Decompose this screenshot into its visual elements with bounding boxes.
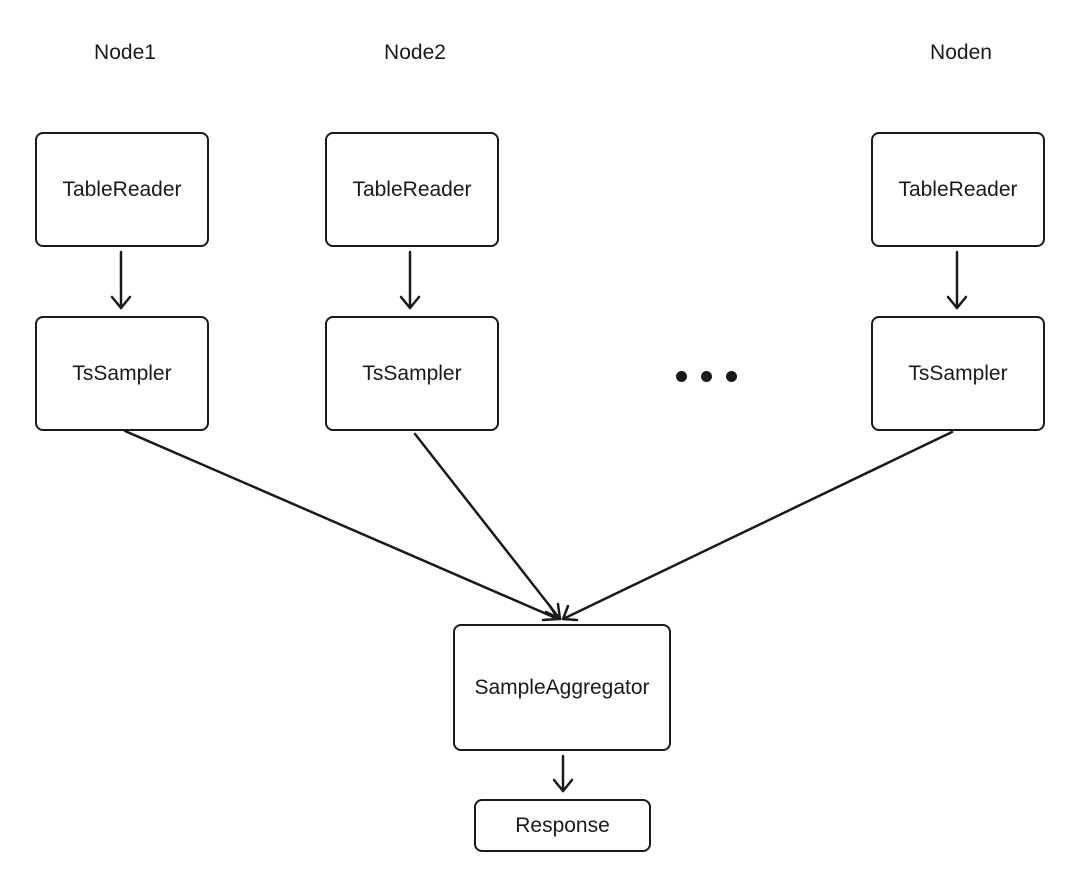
node2-tssampler-label: TsSampler — [362, 361, 462, 385]
ellipsis-dot — [676, 371, 687, 382]
response-label: Response — [515, 813, 610, 837]
node1-tablereader-label: TableReader — [62, 177, 182, 201]
node1-tssampler-label: TsSampler — [72, 361, 172, 385]
ellipsis-dot — [701, 371, 712, 382]
node2-tablereader-label: TableReader — [352, 177, 472, 201]
noden-tssampler-label: TsSampler — [908, 361, 1008, 385]
arrow-noden-sampler-to-aggregator — [561, 430, 954, 622]
node2-tssampler-box: TsSampler — [325, 316, 499, 431]
arrow-node1-sampler-to-aggregator — [123, 429, 560, 622]
arrow-node1-reader-to-sampler — [110, 250, 132, 310]
node1-tablereader-box: TableReader — [35, 132, 209, 247]
ellipsis-dot — [726, 371, 737, 382]
sampleaggregator-box: SampleAggregator — [453, 624, 671, 751]
ellipsis-icon — [676, 371, 737, 382]
arrow-noden-reader-to-sampler — [946, 250, 968, 310]
arrow-node2-sampler-to-aggregator — [413, 432, 562, 621]
noden-label: Noden — [930, 41, 992, 64]
arrow-aggregator-to-response — [552, 754, 574, 793]
sampleaggregator-label: SampleAggregator — [474, 675, 650, 699]
node1-tssampler-box: TsSampler — [35, 316, 209, 431]
noden-tablereader-box: TableReader — [871, 132, 1045, 247]
noden-tssampler-box: TsSampler — [871, 316, 1045, 431]
arrow-node2-reader-to-sampler — [399, 250, 421, 310]
noden-tablereader-label: TableReader — [898, 177, 1018, 201]
node1-label: Node1 — [94, 41, 156, 64]
node2-tablereader-box: TableReader — [325, 132, 499, 247]
node2-label: Node2 — [384, 41, 446, 64]
response-box: Response — [474, 799, 651, 852]
